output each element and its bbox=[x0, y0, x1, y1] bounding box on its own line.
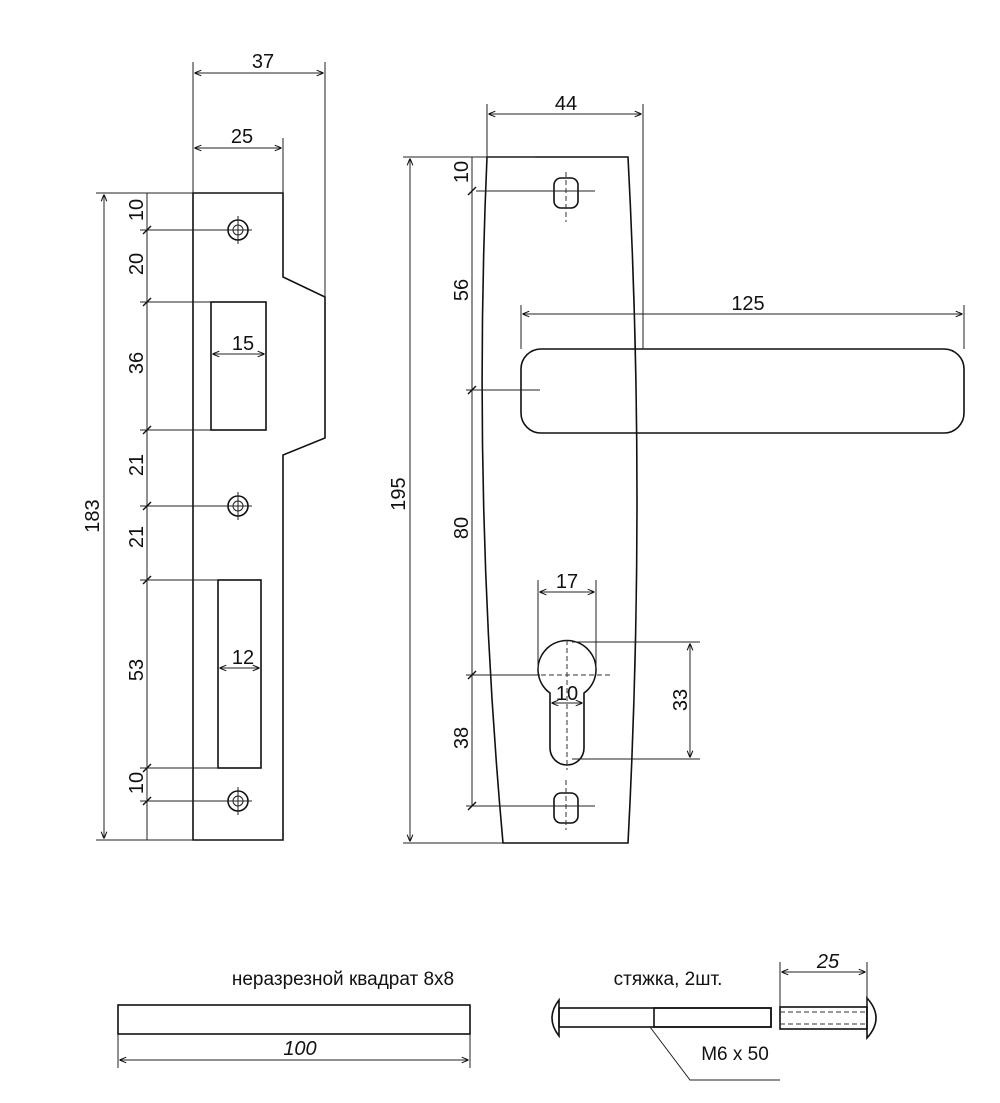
upper-slot-width: 15 bbox=[232, 333, 254, 355]
strike-plate: 37 25 183 10 20 36 21 21 53 10 bbox=[82, 51, 326, 841]
spindle-caption: неразрезной квадрат 8x8 bbox=[232, 969, 454, 990]
spindle-bar bbox=[117, 1004, 471, 1035]
strike-seg-3: 36 bbox=[126, 352, 148, 374]
spindle-length: 100 bbox=[283, 1038, 316, 1060]
screw-hole-top bbox=[224, 216, 252, 244]
strike-seg-5: 21 bbox=[126, 526, 148, 548]
sleeve-head bbox=[866, 995, 877, 1041]
strike-width-total: 37 bbox=[252, 51, 274, 73]
strike-seg-4: 21 bbox=[126, 454, 148, 476]
sleeve-length: 25 bbox=[816, 951, 840, 973]
lower-latch-slot bbox=[217, 579, 262, 769]
handle-seg-handle: 56 bbox=[451, 279, 473, 301]
bolt-set: стяжка, 2шт. M6 x 50 25 bbox=[551, 951, 877, 1081]
cylinder-width: 17 bbox=[556, 571, 578, 593]
lever-handle bbox=[520, 348, 965, 434]
handle-height-total: 195 bbox=[388, 477, 410, 510]
bolt-size: M6 x 50 bbox=[701, 1044, 769, 1065]
strike-seg-7: 10 bbox=[126, 772, 148, 794]
screw-hole-bottom bbox=[224, 787, 252, 815]
cylinder-inner-width: 10 bbox=[556, 683, 578, 705]
strike-seg-1: 10 bbox=[126, 199, 148, 221]
strike-seg-6: 53 bbox=[126, 659, 148, 681]
cylinder-height: 33 bbox=[670, 689, 692, 711]
sleeve-body bbox=[779, 1006, 868, 1030]
spindle: неразрезной квадрат 8x8 100 bbox=[117, 969, 471, 1068]
screw-shank bbox=[558, 1007, 772, 1028]
strike-seg-2: 20 bbox=[126, 253, 148, 275]
screw-hole-middle bbox=[224, 492, 252, 520]
lower-slot-width: 12 bbox=[232, 647, 254, 669]
upper-latch-slot bbox=[210, 301, 267, 431]
screw-head bbox=[551, 997, 560, 1039]
strike-height-total: 183 bbox=[82, 499, 104, 532]
bolt-caption: стяжка, 2шт. bbox=[614, 969, 723, 990]
handle-width: 44 bbox=[555, 93, 577, 115]
handle-seg-mid: 80 bbox=[451, 517, 473, 539]
handle-plate: 44 195 10 56 80 38 125 17 10 bbox=[388, 93, 965, 844]
lever-length: 125 bbox=[731, 293, 764, 315]
strike-width-inner: 25 bbox=[231, 126, 253, 148]
handle-seg-bottom: 38 bbox=[451, 727, 473, 749]
handle-seg-top: 10 bbox=[451, 161, 473, 183]
